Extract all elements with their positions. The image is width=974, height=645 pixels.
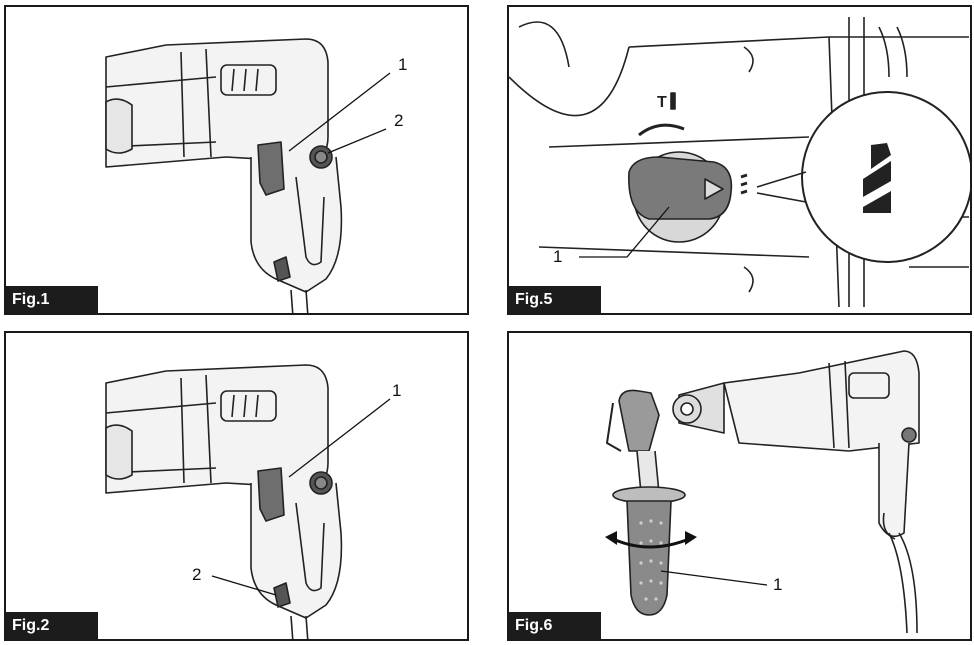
callout-1: 1 [398,55,408,74]
callout-2: 2 [394,111,404,130]
drill-grip-illustration [105,38,391,313]
mode-selector-illustration: T [509,17,970,308]
drill-grip-illustration [105,364,391,639]
callout-2: 2 [192,565,202,584]
figure-panel-fig2: 1 2 Fig.2 [4,331,469,641]
side-grip-illustration [605,350,920,634]
callout-1: 1 [553,247,563,266]
figure-label: Fig.2 [6,612,98,639]
callout-1: 1 [773,575,783,594]
callout-1: 1 [392,381,402,400]
figure-label: Fig.6 [509,612,601,639]
figure-label: Fig.5 [509,286,601,313]
figure-panel-fig1: 1 2 Fig.1 [4,5,469,315]
svg-text:T: T [657,94,667,111]
figure-panel-fig5: T 1 Fig.5 [507,5,972,315]
figure-panel-fig6: 1 Fig.6 [507,331,972,641]
figure-label: Fig.1 [6,286,98,313]
